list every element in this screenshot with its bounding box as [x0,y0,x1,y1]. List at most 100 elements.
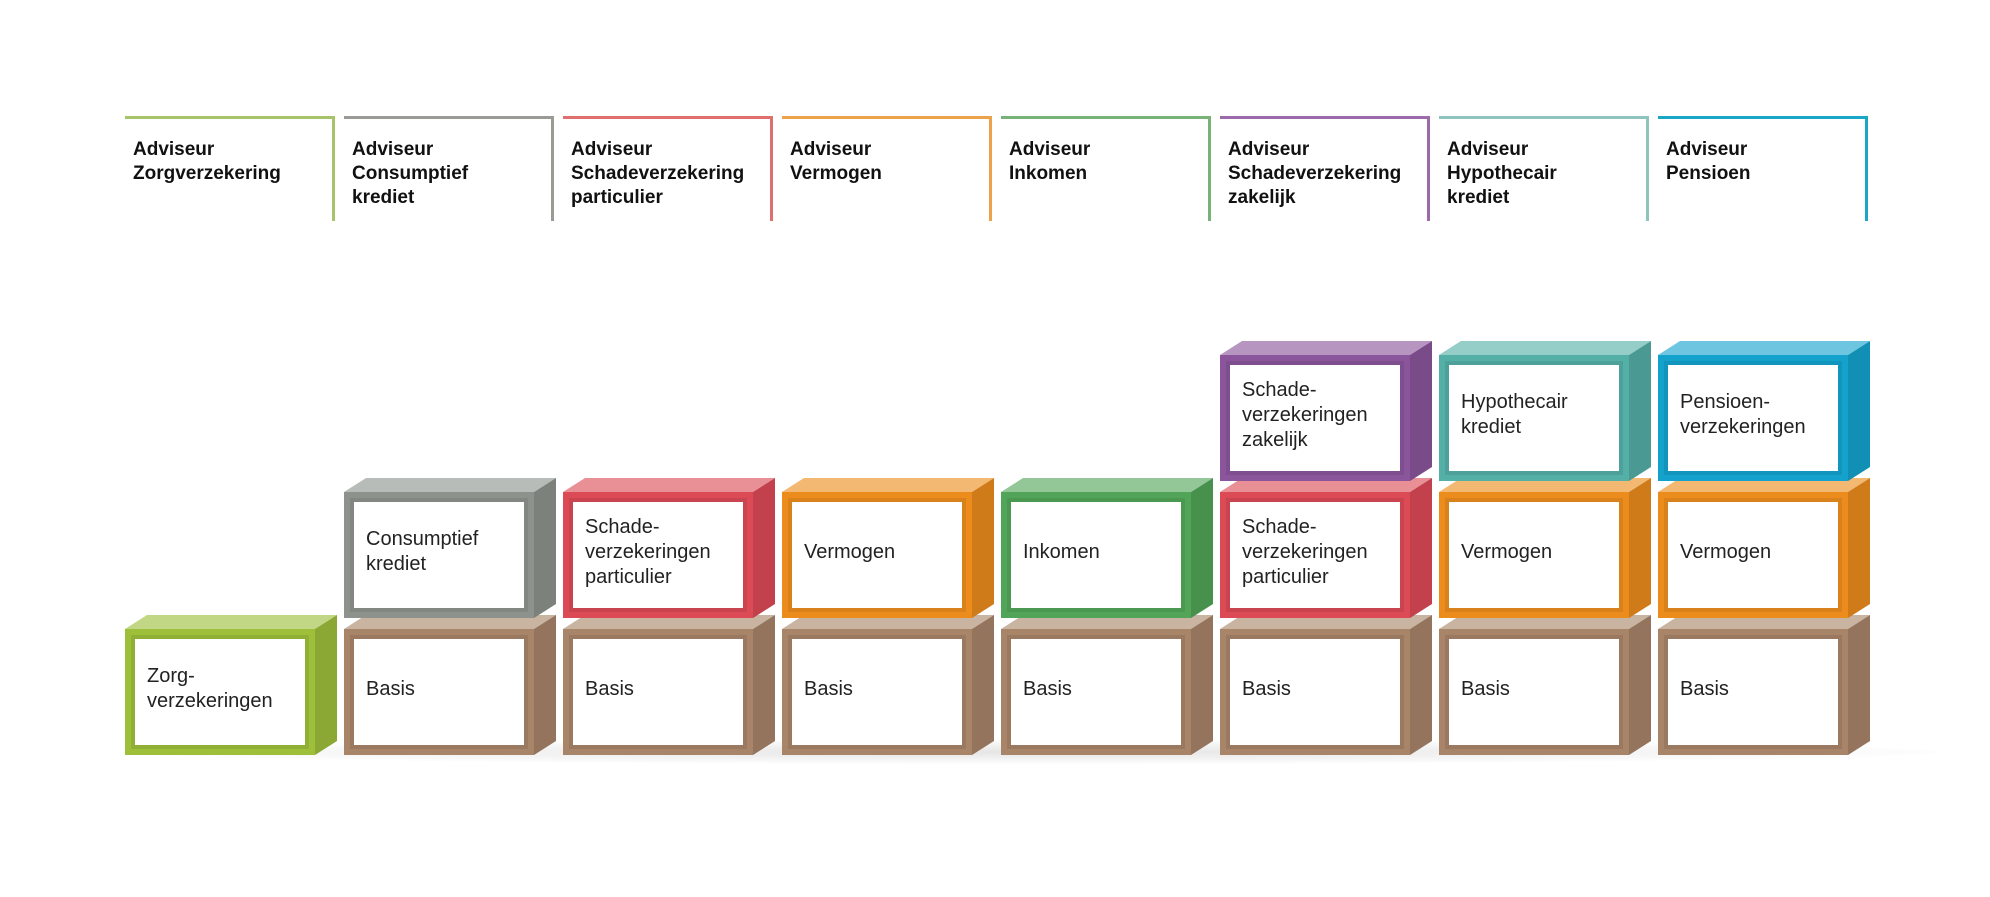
header-label: Adviseur Schadeverzekering zakelijk [1228,139,1402,208]
cube-white-panel [354,502,524,608]
cube-white-panel [1449,639,1619,745]
cube-white-panel [1449,365,1619,471]
block-label: Vermogen [1680,540,1772,563]
block-schade-verzekeringen-zakelijk: Schade- verzekeringen zakelijk [1220,341,1432,481]
block-label: Schade- verzekeringen zakelijk [1242,378,1368,451]
block-consumptief-krediet: Consumptief krediet [344,478,556,618]
cube-top-face [1439,615,1651,629]
block-vermogen: Vermogen [782,478,994,618]
block-schade-verzekeringen-particulier: Schade- verzekeringen particulier [563,478,775,618]
cube-top-face [344,615,556,629]
cube-top-face [1439,478,1651,492]
cube-shape [1658,615,1870,755]
block-basis: Basis [344,615,556,755]
block-basis: Basis [782,615,994,755]
block-label: Basis [1023,677,1072,700]
cube-side-face [1410,341,1432,481]
block-zorg-verzekeringen: Zorg- verzekeringen [125,615,337,755]
cube-side-face [1191,478,1213,618]
header-label: Adviseur Pensioen [1666,139,1751,184]
cube-shape [125,615,337,755]
cube-top-face [1001,478,1213,492]
block-label: Basis [1680,677,1729,700]
header-label: Adviseur Consumptief krediet [352,139,469,208]
cube-shape [563,478,775,618]
cube-shape [1220,615,1432,755]
cube-shape [1001,615,1213,755]
block-inkomen: Inkomen [1001,478,1213,618]
block-pensioen-verzekeringen: Pensioen- verzekeringen [1658,341,1870,481]
cube-shape [344,478,556,618]
cube-top-face [1658,615,1870,629]
cube-side-face [1848,478,1870,618]
cube-white-panel [573,502,743,608]
cube-side-face [1848,341,1870,481]
cube-top-face [1439,341,1651,355]
header-adviseur-consumptief-krediet: Adviseur Consumptief krediet [344,116,554,221]
cube-side-face [753,478,775,618]
block-basis: Basis [1001,615,1213,755]
block-vermogen: Vermogen [1658,478,1870,618]
cube-white-panel [792,502,962,608]
cube-white-panel [1011,639,1181,745]
cube-side-face [972,615,994,755]
cube-shape [1658,341,1870,481]
cube-side-face [972,478,994,618]
cube-top-face [1001,615,1213,629]
header-adviseur-zorgverzekering: Adviseur Zorgverzekering [125,116,335,221]
cube-top-face [563,615,775,629]
cube-white-panel [1668,639,1838,745]
cube-top-face [1658,478,1870,492]
cube-top-face [344,478,556,492]
block-label: Schade- verzekeringen particulier [1242,515,1368,588]
cube-side-face [1629,615,1651,755]
header-adviseur-schadeverzekering-zakelijk: Adviseur Schadeverzekering zakelijk [1220,116,1430,221]
cube-white-panel [1449,502,1619,608]
block-hypothecair-krediet: Hypothecair krediet [1439,341,1651,481]
cube-shape [344,615,556,755]
block-vermogen: Vermogen [1439,478,1651,618]
cube-side-face [753,615,775,755]
cube-white-panel [1668,502,1838,608]
cube-top-face [1220,341,1432,355]
block-label: Consumptief krediet [366,528,479,575]
block-basis: Basis [563,615,775,755]
cube-side-face [534,615,556,755]
header-label: Adviseur Zorgverzekering [133,139,281,184]
cube-shape [1220,478,1432,618]
header-label: Adviseur Hypothecair krediet [1447,139,1557,208]
cube-top-face [782,478,994,492]
cube-white-panel [1230,639,1400,745]
block-label: Zorg- verzekeringen [147,665,273,712]
cube-side-face [1629,478,1651,618]
cube-shape [1220,341,1432,481]
cube-side-face [1848,615,1870,755]
cube-side-face [1410,615,1432,755]
block-basis: Basis [1220,615,1432,755]
header-adviseur-vermogen: Adviseur Vermogen [782,116,992,221]
block-label: Hypothecair krediet [1461,391,1568,438]
block-label: Basis [1461,677,1510,700]
cube-top-face [1220,615,1432,629]
cube-shape [1439,615,1651,755]
cube-shape [1001,478,1213,618]
header-label: Adviseur Inkomen [1009,139,1091,184]
cube-white-panel [1230,365,1400,471]
cube-side-face [534,478,556,618]
block-label: Schade- verzekeringen particulier [585,515,711,588]
block-label: Vermogen [804,540,896,563]
cube-side-face [1629,341,1651,481]
block-label: Vermogen [1461,540,1553,563]
block-basis: Basis [1439,615,1651,755]
header-adviseur-pensioen: Adviseur Pensioen [1658,116,1868,221]
header-label: Adviseur Schadeverzekering particulier [571,139,745,208]
cube-white-panel [1011,502,1181,608]
header-adviseur-schadeverzekering-particulier: Adviseur Schadeverzekering particulier [563,116,773,221]
cube-white-panel [1230,502,1400,608]
